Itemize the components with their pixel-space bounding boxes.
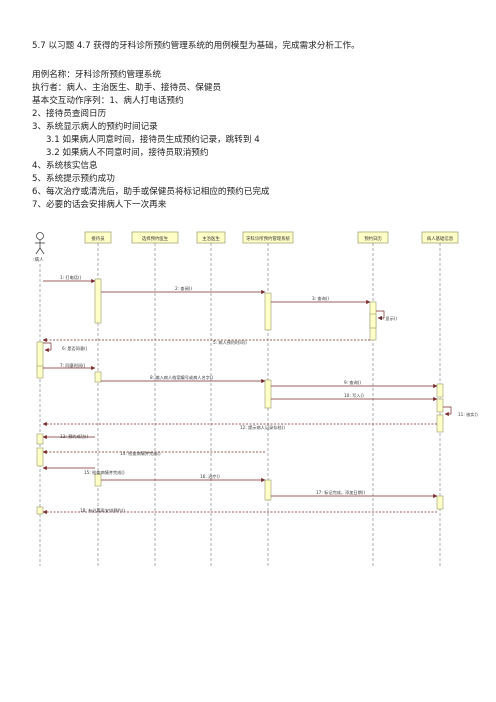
message-label-7: 7: 同意时间()	[60, 362, 86, 369]
lifeline-label-3: 主治医生	[202, 235, 220, 242]
message-label-1: 1: 打电话()	[60, 274, 82, 281]
message-label-13: 13: 预约成功()	[60, 433, 88, 440]
activation-bar-8	[264, 379, 272, 409]
activation-bar-13	[36, 447, 44, 467]
message-label-11: 11: 核实()	[458, 411, 478, 418]
message-label-6: 6: 是否同意()	[62, 345, 88, 352]
activation-bar-14	[94, 473, 102, 487]
message-label-9: 9: 查询()	[344, 379, 361, 386]
activation-bar-10	[436, 398, 444, 413]
sequence-step-4: 4、系统核实信息	[32, 161, 98, 171]
actors-line: 执行者：病人、主治医生、助手、接待员、保健员	[32, 83, 222, 93]
sequence-step-6: 6、每次治疗或清洗后，助手或保健员将标记相应的预约已完成	[32, 187, 270, 197]
actor-label: :病人	[33, 256, 44, 263]
use-case-name: 用例名称：牙科诊所预约管理系统	[32, 70, 161, 80]
activation-bar-12	[36, 433, 44, 445]
sequence-step-1: 基本交互动作序列：1、病人打电话预约	[32, 96, 184, 106]
lifeline-label-1: 接待员	[91, 235, 105, 242]
activation-bar-1	[94, 278, 102, 324]
message-label-14: 14: 检查病情并完成()	[120, 450, 161, 457]
activation-bar-15	[264, 479, 272, 501]
sequence-step-7: 7、必要的话会安排病人下一次再来	[32, 200, 167, 210]
activation-bar-7	[94, 371, 102, 383]
sequence-step-3-1: 3.1 如果病人同意时间，接待员生成预约记录，跳转到 4	[46, 135, 260, 145]
activation-bar-9	[436, 383, 444, 398]
sequence-step-2: 2、接待员查阅日历	[32, 109, 107, 119]
message-label-15: 15: 检查病情并完成()	[84, 469, 125, 476]
activation-bar-4	[369, 313, 377, 329]
lifeline-label-6: 病人基础信息	[427, 235, 454, 242]
lifeline-label-4: 牙科诊所预约管理系统	[246, 235, 291, 242]
message-label-12: 12: 提示病人记录存档()	[240, 424, 285, 431]
activation-bar-2	[264, 292, 272, 331]
lifeline-label-2: 选择预约医生	[142, 235, 169, 242]
message-arrow-4	[376, 310, 385, 321]
actor-head	[36, 232, 44, 240]
message-label-17: 17: 标记完成，添加日期()	[316, 489, 365, 496]
activation-bar-11	[436, 414, 444, 433]
message-label-5: 5: 病人预约时间()	[213, 339, 247, 346]
activation-bar-6	[36, 365, 44, 379]
sequence-step-5: 5、系统提示预约成功	[32, 174, 115, 184]
activation-bar-16	[436, 495, 444, 510]
sequence-step-3-2: 3.2 如果病人不同意时间，接待员取消预约	[46, 148, 209, 158]
message-label-16: 16: 治疗()	[200, 473, 220, 480]
message-label-3: 3: 查询()	[312, 295, 329, 302]
message-arrow-11	[443, 406, 452, 417]
message-arrow-6	[43, 342, 52, 353]
message-label-2: 2: 查阅()	[175, 285, 192, 292]
actor-leg-right	[39, 247, 45, 255]
lifeline-label-5: 预约日历	[364, 235, 382, 242]
message-label-10: 10: 写入()	[344, 393, 364, 399]
sequence-step-3: 3、系统显示病人的预约时间记录	[32, 122, 158, 132]
message-label-4: 4: 显示()	[380, 316, 397, 321]
message-label-18: 18: 有必要再安排预约()	[80, 507, 125, 514]
message-label-8: 8: 输入病人档案编号或病人名字()	[150, 374, 213, 381]
exercise-heading: 5.7 以习题 4.7 获得的牙科诊所预约管理系统的用例模型为基础，完成需求分析…	[32, 41, 360, 51]
actor-leg-left	[35, 247, 41, 255]
activation-bar-17	[36, 506, 44, 515]
